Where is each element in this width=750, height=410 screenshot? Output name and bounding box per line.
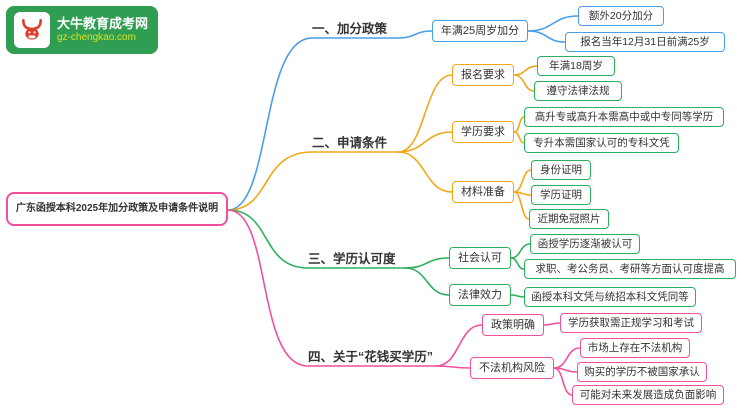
branch1-label: 一、加分政策 <box>312 22 388 36</box>
leaf-branch1-1-2: 报名当年12月31日前满25岁 <box>565 32 725 52</box>
branch4-label: 四、关于“花钱买学历” <box>308 350 434 364</box>
node-branch3-child1: 社会认可 <box>449 247 511 269</box>
leaf-branch2-2-1: 高升专或高升本需高中或中专同等学历 <box>524 107 724 127</box>
node-branch4-child1: 政策明确 <box>482 314 544 336</box>
leaf-branch2-3-3: 近期免冠照片 <box>529 209 609 229</box>
node-branch2-child3: 材料准备 <box>452 181 514 203</box>
leaf-branch2-3-2: 学历证明 <box>531 185 591 205</box>
leaf-branch2-3-1: 身份证明 <box>531 160 591 180</box>
branch3-label: 三、学历认可度 <box>308 252 396 266</box>
leaf-branch2-1-2: 遵守法律法规 <box>534 81 622 101</box>
leaf-branch4-2-3: 可能对未来发展造成负面影响 <box>572 385 724 405</box>
leaf-branch4-2-1: 市场上存在不法机构 <box>580 338 690 358</box>
leaf-branch2-1-1: 年满18周岁 <box>537 56 615 76</box>
leaf-branch3-1-1: 函授学历逐渐被认可 <box>530 234 640 254</box>
node-branch1-child1: 年满25周岁加分 <box>432 20 528 42</box>
leaf-branch3-1-2: 求职、考公务员、考研等方面认可度提高 <box>524 259 736 279</box>
leaf-branch1-1-1: 额外20分加分 <box>578 6 664 26</box>
site-name: 大牛教育成考网 <box>57 15 149 31</box>
root-node: 广东函授本科2025年加分政策及申请条件说明 <box>6 192 228 226</box>
leaf-branch4-1-1: 学历获取需正规学习和考试 <box>560 313 702 333</box>
leaf-branch2-2-2: 专升本需国家认可的专科文凭 <box>524 133 679 153</box>
node-branch3-child2: 法律效力 <box>449 284 511 306</box>
leaf-branch3-2-1: 函授本科文凭与统招本科文凭同等 <box>524 287 696 307</box>
node-branch2-child2: 学历要求 <box>452 121 514 143</box>
branch2-label: 二、申请条件 <box>312 136 388 150</box>
node-branch4-child2: 不法机构风险 <box>470 357 554 379</box>
leaf-branch4-2-2: 购买的学历不被国家承认 <box>577 362 707 382</box>
node-branch2-child1: 报名要求 <box>452 64 514 86</box>
bull-logo-icon <box>14 12 50 48</box>
site-url: gz-chengkao.com <box>57 31 136 43</box>
site-logo[interactable]: 大牛教育成考网 gz-chengkao.com <box>6 6 158 54</box>
